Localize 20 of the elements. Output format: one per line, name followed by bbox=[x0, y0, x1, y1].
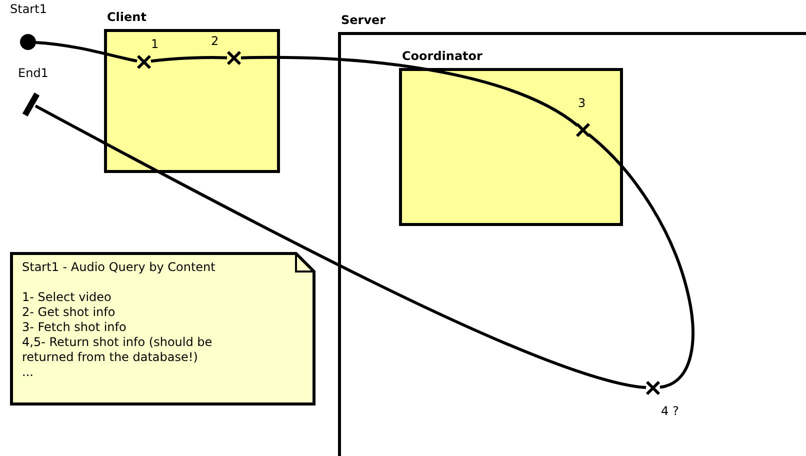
path-line bbox=[34, 104, 646, 390]
note-text: 3- Fetch shot info bbox=[22, 320, 128, 335]
responsibility-number: 1 bbox=[151, 37, 159, 51]
start-label: Start1 bbox=[10, 2, 47, 16]
path-line bbox=[36, 40, 138, 62]
note-text: 4,5- Return shot info (should be returned from the database!) bbox=[22, 335, 214, 365]
note-text: 1- Select video bbox=[22, 290, 112, 305]
path-line bbox=[587, 133, 694, 389]
note-text: 2- Get shot info bbox=[22, 305, 116, 320]
responsibility-number: 4 ? bbox=[661, 404, 679, 418]
end-label: End1 bbox=[18, 66, 48, 80]
component-title: Coordinator bbox=[402, 49, 482, 63]
responsibility-number: 3 bbox=[578, 96, 586, 110]
note-text: ... bbox=[22, 365, 34, 380]
path-line bbox=[150, 56, 228, 63]
component-title: Client bbox=[107, 10, 146, 24]
note-heading: Start1 - Audio Query by Content bbox=[22, 260, 216, 275]
responsibility-number: 2 bbox=[211, 34, 219, 48]
path-line bbox=[240, 56, 578, 127]
component-title: Server bbox=[341, 13, 386, 27]
